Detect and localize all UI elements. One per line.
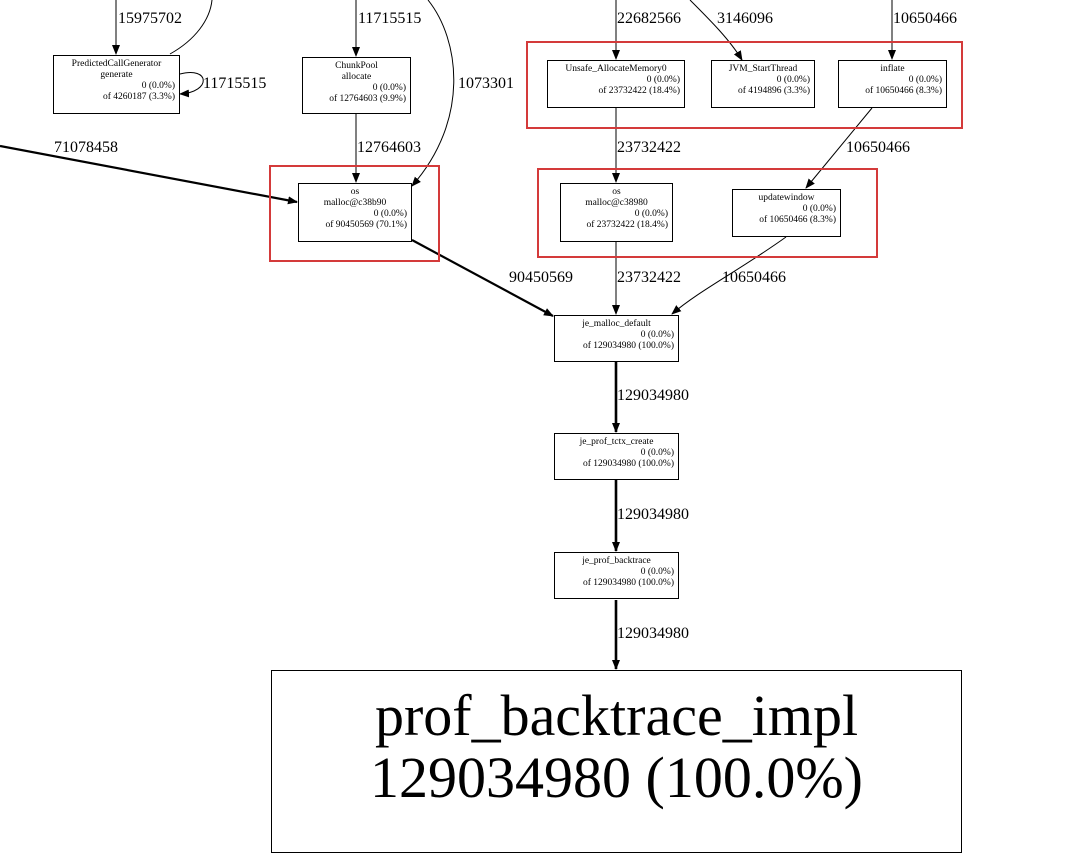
node-name: allocate (341, 72, 372, 82)
node-unsafe-allocate-memory[interactable]: Unsafe_AllocateMemory0 0 (0.0%) of 23732… (547, 60, 685, 108)
node-flat: 0 (0.0%) (776, 75, 810, 85)
highlight-group-top-callers (526, 41, 963, 129)
edge-top-malloc1-curve (411, 0, 455, 187)
node-os-malloc-c38b90[interactable]: os malloc@c38b90 0 (0.0%) of 90450569 (7… (298, 183, 412, 242)
node-flat: 0 (0.0%) (640, 330, 674, 340)
node-cum: of 10650466 (8.3%) (865, 86, 942, 96)
node-name: Unsafe_AllocateMemory0 (565, 64, 667, 74)
node-cum: of 90450569 (70.1%) (325, 220, 407, 230)
edge-label-malloc1-je: 90450569 (509, 269, 573, 286)
edge-label-top-unsafe: 22682566 (617, 10, 681, 27)
edge-left-malloc1 (0, 144, 298, 205)
edge-label-top-predicted: 15975702 (118, 10, 182, 27)
node-je-prof-tctx-create[interactable]: je_prof_tctx_create 0 (0.0%) of 12903498… (554, 433, 679, 480)
edge-label-predicted-self: 11715515 (203, 75, 267, 92)
edge-label-inflate-updatewindow: 10650466 (846, 139, 910, 156)
node-cum: of 129034980 (100.0%) (582, 341, 674, 351)
node-cum: of 23732422 (18.4%) (598, 86, 680, 96)
node-cum: of 129034980 (100.0%) (582, 459, 674, 469)
node-name: malloc@c38b90 (323, 198, 387, 208)
node-cum: of 129034980 (100.0%) (582, 578, 674, 588)
node-cum: of 10650466 (8.3%) (759, 215, 836, 225)
node-cum: of 4194896 (3.3%) (737, 86, 810, 96)
edge-label-chunkpool-malloc1: 12764603 (357, 139, 421, 156)
node-flat: 0 (0.0%) (802, 204, 836, 214)
node-name: je_prof_backtrace (582, 556, 651, 566)
node-flat: 0 (0.0%) (646, 75, 680, 85)
edge-label-chunkpool-side: 1073301 (458, 75, 514, 92)
node-os-malloc-c38980[interactable]: os malloc@c38980 0 (0.0%) of 23732422 (1… (560, 183, 673, 242)
node-cum: of 23732422 (18.4%) (586, 220, 668, 230)
edge-label-je-tctx: 129034980 (617, 387, 689, 404)
node-prof-backtrace-impl[interactable]: prof_backtrace_impl 129034980 (100.0%) (271, 670, 962, 853)
node-name: generate (100, 70, 133, 80)
node-value: 129034980 (100.0%) (370, 745, 863, 810)
node-flat: 0 (0.0%) (908, 75, 942, 85)
edge-label-updatewindow-je: 10650466 (722, 269, 786, 286)
node-name: JVM_StartThread (728, 64, 798, 74)
edge-label-tctx-backtrace: 129034980 (617, 506, 689, 523)
node-flat: 0 (0.0%) (634, 209, 668, 219)
node-flat: 0 (0.0%) (640, 448, 674, 458)
edge-malloc1-je (411, 239, 554, 317)
node-predicted-call-generator[interactable]: PredictedCallGenerator generate 0 (0.0%)… (53, 55, 180, 114)
edge-label-left-malloc1: 71078458 (54, 139, 118, 156)
node-je-malloc-default[interactable]: je_malloc_default 0 (0.0%) of 129034980 … (554, 315, 679, 362)
edge-label-malloc2-je: 23732422 (617, 269, 681, 286)
node-flat: 0 (0.0%) (373, 209, 407, 219)
edge-top-jvm (689, 0, 743, 61)
node-name: malloc@c38980 (585, 198, 648, 208)
node-name: ChunkPool (335, 61, 378, 71)
node-name: os (350, 187, 360, 197)
node-jvm-start-thread[interactable]: JVM_StartThread 0 (0.0%) of 4194896 (3.3… (711, 60, 815, 108)
node-je-prof-backtrace[interactable]: je_prof_backtrace 0 (0.0%) of 129034980 … (554, 552, 679, 599)
node-name: PredictedCallGenerator (71, 59, 162, 69)
node-inflate[interactable]: inflate 0 (0.0%) of 10650466 (8.3%) (838, 60, 947, 108)
edge-updatewindow-je (671, 236, 787, 315)
node-name: os (612, 187, 621, 197)
edge-label-unsafe-malloc2: 23732422 (617, 139, 681, 156)
edge-label-top-chunkpool: 11715515 (358, 10, 422, 27)
node-chunkpool-allocate[interactable]: ChunkPool allocate 0 (0.0%) of 12764603 … (302, 57, 411, 114)
highlight-group-malloc1 (269, 165, 440, 262)
node-name: je_prof_tctx_create (579, 437, 654, 447)
highlight-group-malloc2 (537, 168, 878, 258)
edge-predicted-up (169, 0, 213, 55)
node-updatewindow[interactable]: updatewindow 0 (0.0%) of 10650466 (8.3%) (732, 189, 841, 237)
node-name: inflate (880, 64, 905, 74)
node-flat: 0 (0.0%) (640, 567, 674, 577)
edge-label-backtrace-impl: 129034980 (617, 625, 689, 642)
edge-inflate-updatewindow (805, 107, 873, 189)
edge-label-top-jvm: 3146096 (717, 10, 773, 27)
node-flat: 0 (0.0%) (372, 83, 406, 93)
node-name: prof_backtrace_impl (374, 683, 859, 748)
node-cum: of 12764603 (9.9%) (329, 94, 406, 104)
node-name: je_malloc_default (582, 319, 651, 329)
edge-label-top-inflate: 10650466 (893, 10, 957, 27)
edge-predicted-self-loop (179, 72, 204, 98)
node-name: updatewindow (758, 193, 815, 203)
node-flat: 0 (0.0%) (141, 81, 175, 91)
node-cum: of 4260187 (3.3%) (102, 92, 175, 102)
